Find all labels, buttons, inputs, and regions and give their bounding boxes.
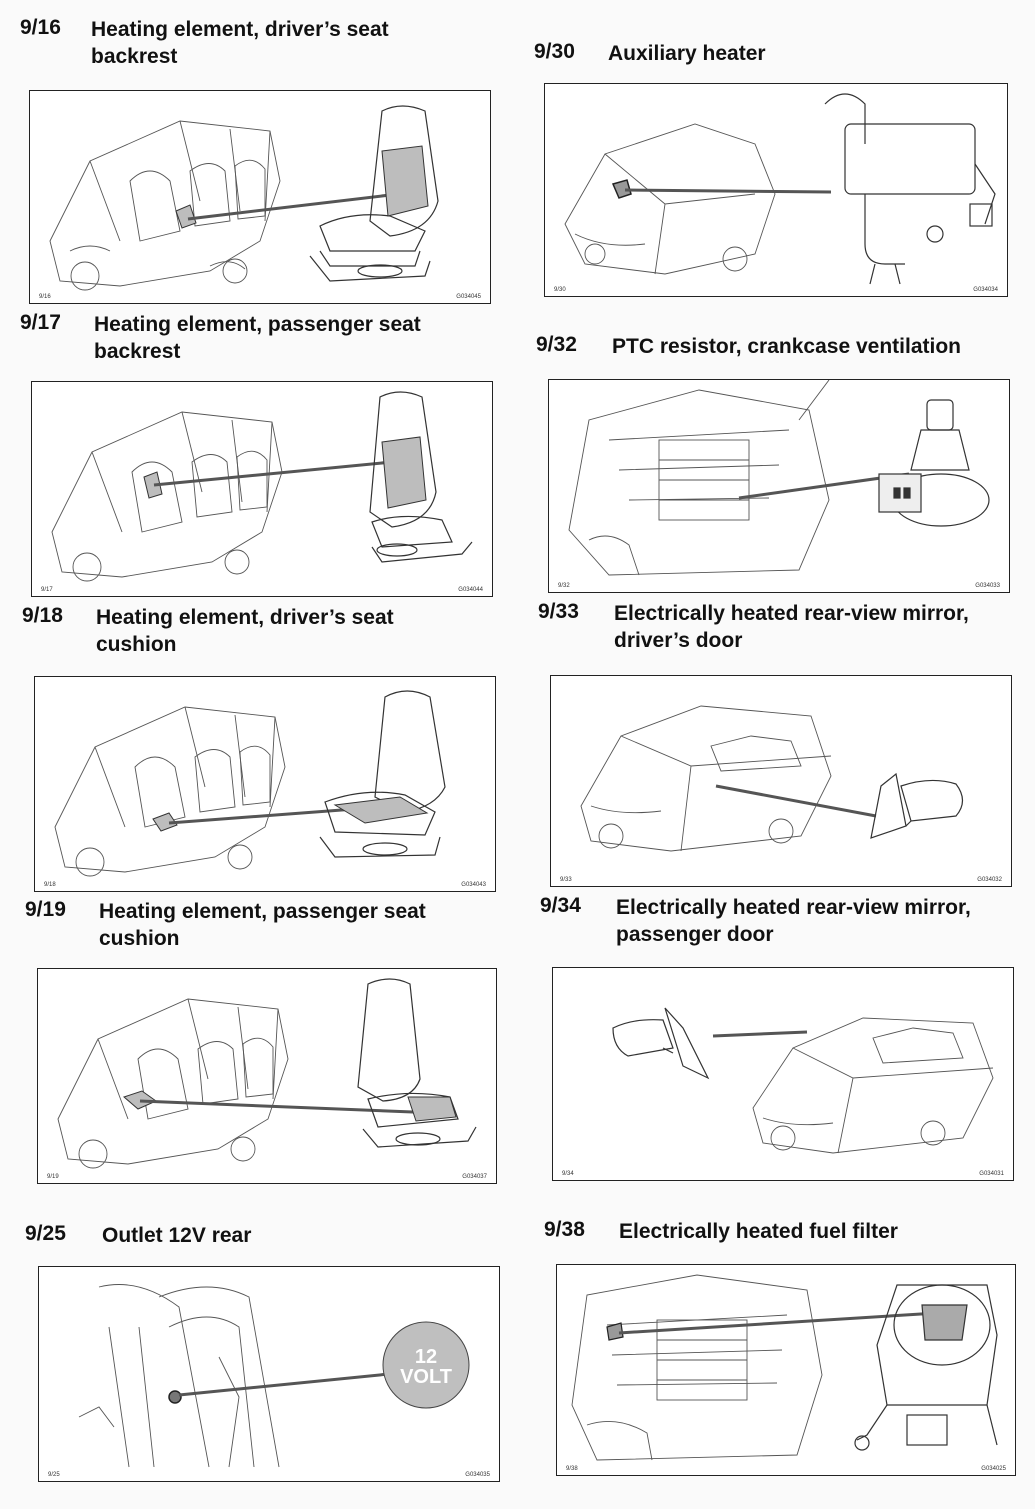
illustration-panel: 9/32 G034033 bbox=[548, 379, 1010, 593]
entry-number: 9/32 bbox=[536, 333, 577, 356]
illustration-panel: 9/18 G034043 bbox=[34, 676, 496, 892]
entry-number: 9/33 bbox=[538, 600, 579, 623]
figure-ref-right: G034033 bbox=[975, 583, 1000, 589]
mirror-driver-illustration bbox=[580, 705, 964, 852]
entry-title-line: cushion bbox=[96, 633, 177, 656]
figure-ref-left: 9/30 bbox=[554, 287, 566, 293]
entry-9-33: 9/33 Electrically heated rear-view mirro… bbox=[538, 600, 1033, 890]
entry-title: Heating element, passenger seat cushion bbox=[99, 898, 426, 952]
entry-title-line: Heating element, driver’s seat bbox=[96, 606, 394, 629]
entry-title-line: passenger door bbox=[616, 923, 774, 946]
entry-number: 9/19 bbox=[25, 898, 66, 921]
illustration-panel: 9/16 G034045 bbox=[29, 90, 491, 304]
figure-ref-left: 9/19 bbox=[47, 1174, 59, 1180]
entry-title-line: Auxiliary heater bbox=[608, 42, 766, 65]
mirror-passenger-illustration bbox=[612, 1007, 994, 1154]
entry-title-line: Electrically heated rear-view mirror, bbox=[614, 602, 969, 625]
entry-title: Heating element, driver’s seat backrest bbox=[91, 16, 389, 70]
seat-cushion-illustration bbox=[57, 978, 477, 1169]
illustration-panel: 9/34 G034031 bbox=[552, 967, 1014, 1181]
fuel-filter-illustration bbox=[571, 1274, 998, 1461]
entry-title-line: cushion bbox=[99, 927, 180, 950]
illustration-panel: 9/19 G034037 bbox=[37, 968, 497, 1184]
figure-ref-left: 9/34 bbox=[562, 1171, 574, 1177]
volt-badge: 12 VOLT bbox=[382, 1321, 470, 1409]
entry-number: 9/25 bbox=[25, 1222, 66, 1245]
figure-ref-right: G034045 bbox=[456, 294, 481, 300]
entry-9-30: 9/30 Auxiliary heater 9/30 G bbox=[534, 40, 1029, 302]
figure-ref-left: 9/16 bbox=[39, 294, 51, 300]
outlet-12v-illustration: 12 VOLT bbox=[78, 1284, 470, 1468]
entry-number: 9/34 bbox=[540, 894, 581, 917]
illustration-panel: 12 VOLT 9/25 G034035 bbox=[38, 1266, 500, 1482]
entry-title-line: Heating element, passenger seat bbox=[94, 313, 421, 336]
entry-title: Outlet 12V rear bbox=[102, 1222, 251, 1249]
entry-title-line: Electrically heated rear-view mirror, bbox=[616, 896, 971, 919]
entry-title-line: Heating element, passenger seat bbox=[99, 900, 426, 923]
entry-9-38: 9/38 Electrically heated fuel filter bbox=[544, 1218, 1034, 1480]
seat-cushion-illustration bbox=[54, 690, 446, 877]
entry-9-16: 9/16 Heating element, driver’s seat back… bbox=[20, 16, 510, 306]
entry-number: 9/16 bbox=[20, 16, 61, 39]
figure-ref-right: G034032 bbox=[977, 877, 1002, 883]
entry-9-18: 9/18 Heating element, driver’s seat cush… bbox=[22, 604, 512, 896]
entry-9-32: 9/32 PTC resistor, crankcase ventilation bbox=[536, 333, 1031, 598]
illustration-panel: 9/33 G034032 bbox=[550, 675, 1012, 887]
figure-ref-left: 9/33 bbox=[560, 877, 572, 883]
figure-ref-right: G034043 bbox=[461, 882, 486, 888]
entry-title-line: Heating element, driver’s seat bbox=[91, 18, 389, 41]
entry-title-line: driver’s door bbox=[614, 629, 743, 652]
entry-title-line: PTC resistor, crankcase ventilation bbox=[612, 335, 961, 358]
entry-number: 9/38 bbox=[544, 1218, 585, 1241]
figure-ref-right: G034037 bbox=[462, 1174, 487, 1180]
entry-9-17: 9/17 Heating element, passenger seat bac… bbox=[20, 311, 510, 601]
entry-number: 9/17 bbox=[20, 311, 61, 334]
figure-ref-left: 9/17 bbox=[41, 587, 53, 593]
figure-ref-left: 9/38 bbox=[566, 1466, 578, 1472]
entry-number: 9/30 bbox=[534, 40, 575, 63]
badge-text-12: 12 bbox=[415, 1346, 437, 1368]
figure-ref-right: G034025 bbox=[981, 1466, 1006, 1472]
aux-heater-illustration bbox=[564, 93, 996, 285]
entry-title: PTC resistor, crankcase ventilation bbox=[612, 333, 961, 360]
illustration-panel: 9/30 G034034 bbox=[544, 83, 1008, 297]
entry-9-19: 9/19 Heating element, passenger seat cus… bbox=[25, 898, 515, 1190]
entry-9-34: 9/34 Electrically heated rear-view mirro… bbox=[540, 894, 1035, 1186]
illustration-panel: 9/38 G034025 bbox=[556, 1264, 1016, 1476]
figure-ref-right: G034034 bbox=[973, 287, 998, 293]
figure-ref-right: G034035 bbox=[465, 1472, 490, 1478]
illustration-panel: 9/17 G034044 bbox=[31, 381, 493, 597]
entry-title: Electrically heated rear-view mirror, pa… bbox=[616, 894, 971, 948]
seat-backrest-illustration bbox=[49, 105, 439, 291]
figure-ref-right: G034031 bbox=[979, 1171, 1004, 1177]
ptc-resistor-illustration bbox=[568, 380, 990, 576]
figure-ref-right: G034044 bbox=[458, 587, 483, 593]
entry-title-line: Outlet 12V rear bbox=[102, 1224, 252, 1247]
figure-ref-left: 9/32 bbox=[558, 583, 570, 589]
entry-title: Electrically heated fuel filter bbox=[619, 1218, 898, 1245]
entry-title: Heating element, passenger seat backrest bbox=[94, 311, 421, 365]
entry-title-line: Electrically heated fuel filter bbox=[619, 1220, 898, 1243]
badge-text-volt: VOLT bbox=[400, 1366, 452, 1388]
entry-title: Heating element, driver’s seat cushion bbox=[96, 604, 394, 658]
entry-number: 9/18 bbox=[22, 604, 63, 627]
figure-ref-left: 9/18 bbox=[44, 882, 56, 888]
entry-title: Auxiliary heater bbox=[608, 40, 766, 67]
entry-9-25: 9/25 Outlet 12V rear 12 VOLT 9/25 G03403… bbox=[25, 1222, 515, 1484]
seat-backrest-illustration bbox=[51, 391, 473, 582]
figure-ref-left: 9/25 bbox=[48, 1472, 60, 1478]
entry-title-line: backrest bbox=[94, 340, 181, 363]
entry-title: Electrically heated rear-view mirror, dr… bbox=[614, 600, 969, 654]
entry-title-line: backrest bbox=[91, 45, 178, 68]
